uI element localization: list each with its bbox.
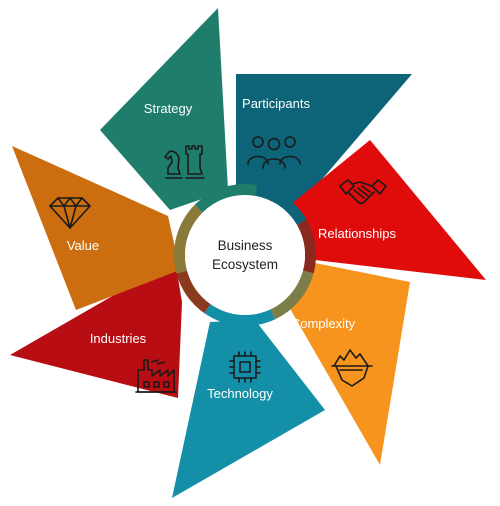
petal-label-value: Value (67, 238, 99, 253)
ring-segment-strategy (194, 184, 258, 213)
ring-segment-technology (204, 304, 276, 326)
iceberg-icon (331, 349, 373, 387)
center-ring (174, 184, 316, 326)
center-circle (185, 195, 305, 315)
petal-label-strategy: Strategy (144, 101, 193, 116)
ring-segment-value (174, 204, 203, 274)
petal-industries (10, 260, 182, 398)
petal-label-technology: Technology (207, 386, 273, 401)
petal-label-industries: Industries (90, 331, 147, 346)
petal-complexity (285, 262, 410, 465)
petal-label-participants: Participants (242, 96, 310, 111)
center-label-line2: Ecosystem (212, 257, 278, 272)
petal-strategy (100, 8, 228, 210)
ring-segment-relationships (296, 219, 316, 274)
petal-label-complexity: Complexity (291, 316, 356, 331)
ring-segment-complexity (270, 270, 314, 320)
handshake-icon (339, 179, 387, 205)
chip-icon (229, 351, 261, 383)
petal-participants (236, 74, 412, 205)
petal-value (12, 146, 180, 310)
center-label-line1: Business (218, 238, 273, 253)
petal-technology (172, 320, 325, 498)
ring-segment-industries (176, 270, 211, 314)
ring-segment-participants (255, 185, 307, 225)
diamond-icon (49, 197, 91, 229)
petal-relationships (290, 140, 486, 280)
factory-icon (135, 359, 177, 393)
chess-icon (164, 145, 205, 179)
people-icon (247, 136, 301, 169)
petal-label-relationships: Relationships (318, 226, 397, 241)
